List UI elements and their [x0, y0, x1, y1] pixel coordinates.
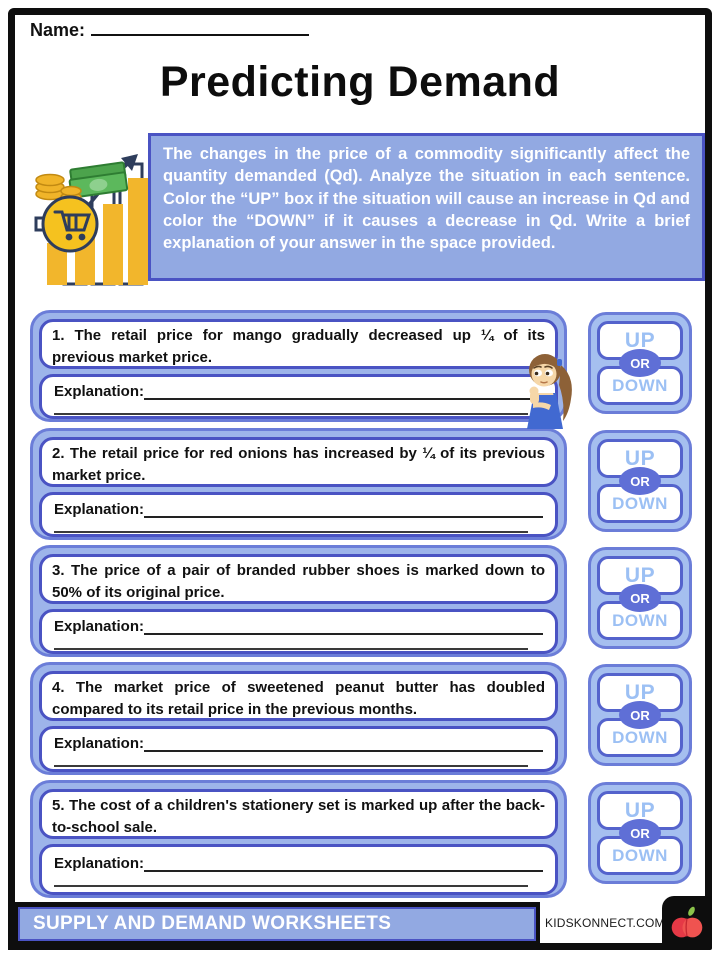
question-row-2: 2. The retail price for red onions has i…: [30, 428, 567, 540]
or-badge: OR: [619, 349, 661, 377]
explanation-line-1[interactable]: [144, 382, 543, 400]
explanation-line-1[interactable]: [144, 617, 543, 635]
explanation-line-2[interactable]: [54, 885, 529, 887]
explanation-label: Explanation:: [54, 618, 145, 635]
explanation-box-3: Explanation:: [39, 609, 558, 654]
question-text-3: 3. The price of a pair of branded rubber…: [39, 554, 558, 604]
or-badge: OR: [619, 467, 661, 495]
question-row-1: 1. The retail price for mango gradually …: [30, 310, 567, 422]
explanation-line-1[interactable]: [144, 854, 543, 872]
choice-widget-4: UP DOWN OR: [588, 664, 692, 766]
question-row-3: 3. The price of a pair of branded rubber…: [30, 545, 567, 657]
or-badge: OR: [619, 701, 661, 729]
explanation-label: Explanation:: [54, 383, 145, 400]
explanation-box-1: Explanation:: [39, 374, 558, 419]
name-row: Name:: [30, 18, 310, 41]
up-box[interactable]: UP: [597, 791, 683, 830]
question-text-1: 1. The retail price for mango gradually …: [39, 319, 558, 369]
explanation-line-1[interactable]: [144, 500, 543, 518]
explanation-line-1[interactable]: [144, 734, 543, 752]
question-row-5: 5. The cost of a children's stationery s…: [30, 780, 567, 898]
choice-widget-2: UP DOWN OR: [588, 430, 692, 532]
question-row-4: 4. The market price of sweetened peanut …: [30, 662, 567, 775]
site-link[interactable]: KIDSKONNECT.COM: [545, 916, 665, 930]
thinking-girl-icon: [527, 354, 572, 429]
series-title: SUPPLY AND DEMAND WORKSHEETS: [18, 907, 536, 941]
instructions-box: The changes in the price of a commodity …: [148, 133, 705, 281]
explanation-label: Explanation:: [54, 501, 145, 518]
apple-logo-box: [662, 896, 712, 950]
explanation-line-2[interactable]: [54, 531, 529, 533]
choice-widget-1: UP DOWN OR: [588, 312, 692, 414]
explanation-label: Explanation:: [54, 735, 145, 752]
explanation-box-2: Explanation:: [39, 492, 558, 537]
or-badge: OR: [619, 584, 661, 612]
page-title: Predicting Demand: [159, 58, 561, 106]
question-text-4: 4. The market price of sweetened peanut …: [39, 671, 558, 721]
question-text-2: 2. The retail price for red onions has i…: [39, 437, 558, 487]
down-box[interactable]: DOWN: [597, 718, 683, 757]
name-input-line[interactable]: [91, 18, 310, 36]
question-text-5: 5. The cost of a children's stationery s…: [39, 789, 558, 839]
or-badge: OR: [619, 819, 661, 847]
explanation-line-2[interactable]: [54, 765, 529, 767]
market-growth-chart-icon: [34, 154, 148, 286]
explanation-box-4: Explanation:: [39, 726, 558, 772]
explanation-label: Explanation:: [54, 855, 145, 872]
explanation-line-2[interactable]: [54, 648, 529, 650]
choice-widget-3: UP DOWN OR: [588, 547, 692, 649]
explanation-line-2[interactable]: [54, 413, 529, 415]
down-box[interactable]: DOWN: [597, 601, 683, 640]
apple-icon: [671, 906, 703, 938]
choice-widget-5: UP DOWN OR: [588, 782, 692, 884]
explanation-box-5: Explanation:: [39, 844, 558, 895]
name-label: Name:: [30, 20, 86, 40]
